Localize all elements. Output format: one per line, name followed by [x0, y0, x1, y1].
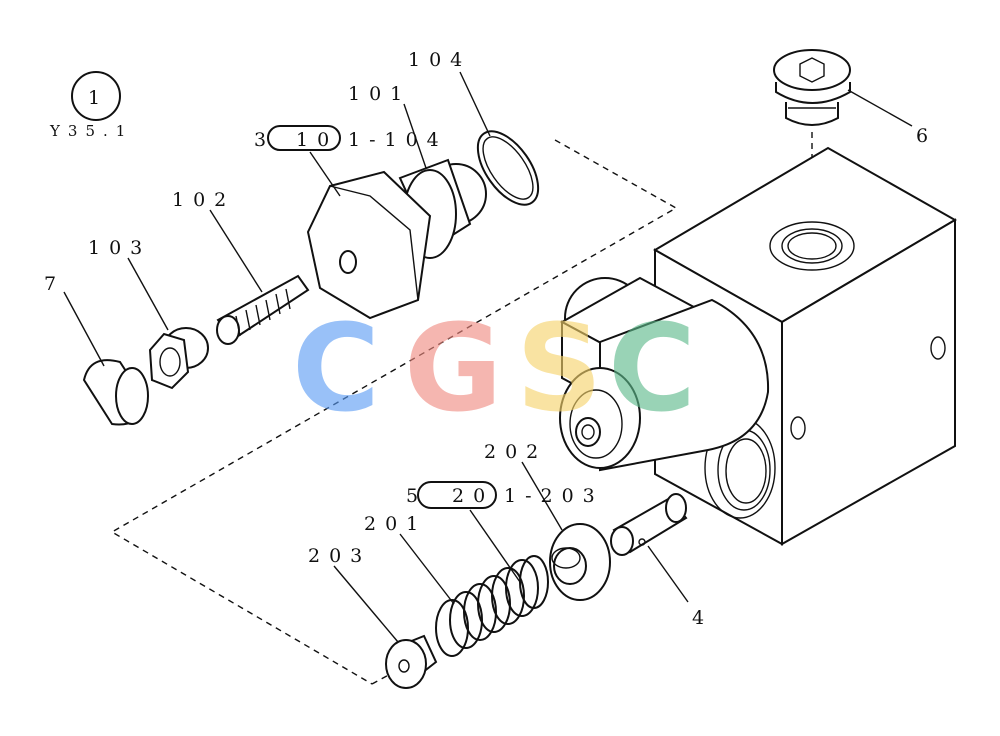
- label-3-mid: 10: [296, 129, 338, 151]
- label-5-suffix: 1-203: [504, 485, 604, 507]
- pin-4: [610, 493, 688, 556]
- label-201: 201: [364, 513, 427, 535]
- label-3-suffix: 1-104: [348, 129, 448, 151]
- label-5-mid: 20: [452, 485, 494, 507]
- disc-202: [549, 523, 611, 601]
- side-hole: [930, 336, 946, 360]
- label-103: 103: [88, 237, 151, 259]
- plug-6: [773, 49, 851, 126]
- oring-104: [476, 130, 540, 206]
- spring-201: [435, 555, 549, 657]
- label-203: 203: [308, 545, 371, 567]
- label-5-range-box: [417, 481, 497, 509]
- reference-number: 1: [88, 87, 109, 109]
- fitting-bore: [339, 250, 357, 274]
- side-hole: [790, 416, 806, 440]
- screw-102: [216, 274, 310, 345]
- top-port: [769, 221, 855, 271]
- label-4: 4: [692, 607, 713, 629]
- seat-203: [385, 634, 438, 689]
- cartridge-valve: [559, 276, 770, 472]
- watermark-letter: C: [292, 300, 380, 439]
- label-3-prefix: 3: [254, 129, 275, 151]
- label-3-range-box: [267, 125, 341, 151]
- hex-socket-icon: [799, 57, 825, 83]
- watermark-letter: C: [608, 300, 696, 439]
- watermark-logo: C G S C: [292, 300, 696, 439]
- label-5-prefix: 5: [406, 485, 427, 507]
- sheet-reference: 1 Y35.1: [49, 71, 133, 140]
- leader-lines: [63, 71, 913, 643]
- watermark-letter: G: [404, 300, 503, 439]
- label-104: 104: [408, 49, 471, 71]
- watermark-letter: S: [516, 300, 602, 439]
- label-102: 102: [172, 189, 235, 211]
- reference-code: Y35.1: [49, 122, 133, 140]
- label-7: 7: [44, 273, 65, 295]
- label-101: 101: [348, 83, 411, 105]
- reference-circle: [71, 71, 121, 121]
- nut-103: [148, 327, 209, 390]
- part-labels: 104 101 3 10 1-104 6 102 103 7 202 5 20 …: [44, 49, 937, 629]
- fitting-101: [306, 158, 487, 320]
- label-202: 202: [484, 441, 547, 463]
- cap-7: [82, 359, 149, 426]
- label-6: 6: [916, 125, 937, 147]
